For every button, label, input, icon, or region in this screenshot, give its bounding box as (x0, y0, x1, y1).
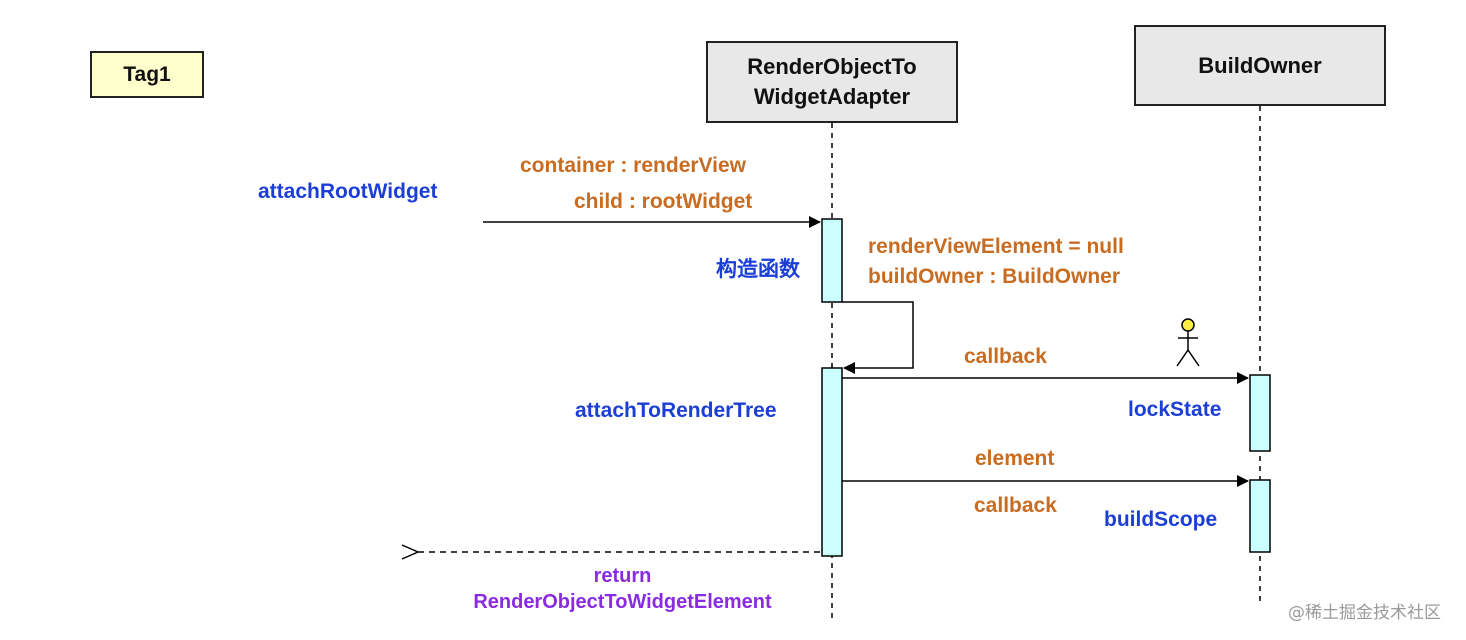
child-param-label: child : rootWidget (574, 190, 753, 213)
render-view-element-label: renderViewElement = null (868, 235, 1124, 258)
return-label: return RenderObjectToWidgetElement (440, 563, 805, 615)
build-scope-activation (1249, 479, 1271, 553)
constructor-activation (821, 218, 843, 303)
return-label-line2: RenderObjectToWidgetElement (473, 591, 772, 613)
actor-icon (1176, 318, 1200, 367)
build-scope-label: buildScope (1104, 508, 1218, 531)
adapter-lifeline-head: RenderObjectTo WidgetAdapter (706, 41, 958, 123)
return-label-line1: return (593, 565, 652, 587)
watermark: @稀土掘金技术社区 (1288, 603, 1441, 623)
element-label: element (975, 447, 1055, 470)
callback-label-1: callback (964, 345, 1047, 368)
lock-state-activation (1249, 374, 1271, 452)
tag-label: Tag1 (123, 62, 171, 86)
callback-label-2: callback (974, 494, 1057, 517)
constructor-label: 构造函数 (716, 258, 800, 281)
build-owner-field-label: buildOwner : BuildOwner (868, 265, 1120, 288)
self-call-arrow (842, 301, 914, 374)
attach-to-render-tree-activation (821, 367, 843, 557)
build-owner-title: BuildOwner (1198, 52, 1322, 78)
tag-note: Tag1 (90, 51, 204, 98)
lock-state-label: lockState (1128, 398, 1222, 421)
attach-to-render-tree-label: attachToRenderTree (575, 399, 777, 422)
attach-root-widget-label: attachRootWidget (258, 180, 438, 203)
adapter-title-line2: WidgetAdapter (753, 84, 911, 109)
adapter-title-line1: RenderObjectTo (747, 54, 917, 79)
container-param-label: container : renderView (520, 154, 747, 177)
build-owner-lifeline-head: BuildOwner (1134, 25, 1386, 106)
